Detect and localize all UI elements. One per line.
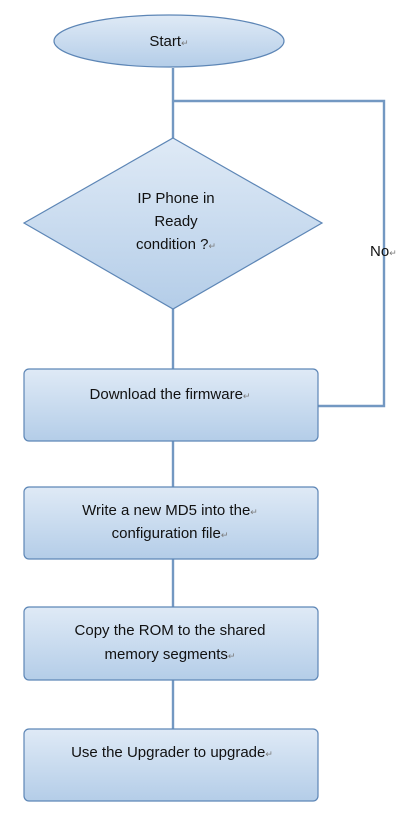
node-copy-rom: Copy the ROM to the shared memory segmen… [23,606,319,681]
download-firmware-box [23,368,319,442]
start-terminator-shape [53,14,285,68]
decision-label-line-3: condition ?↵ [136,236,216,253]
copy-rom-label-line-2: memory segments↵ [105,646,236,663]
edge-no-loop [173,99,386,408]
write-md5-label-line-2: configuration file↵ [112,525,229,542]
decision-label-line-1: IP Phone in [137,190,214,207]
start-label: Start↵ [149,33,188,50]
decision-label-line-2: Ready [154,213,198,230]
download-firmware-label: Download the firmware↵ [90,386,251,403]
upgrade-box [23,728,319,802]
write-md5-label-line-1: Write a new MD5 into the↵ [82,502,258,519]
copy-rom-label-line-1: Copy the ROM to the shared [75,622,266,639]
write-md5-box [23,486,319,560]
connectors [171,68,386,729]
node-upgrade: Use the Upgrader to upgrade↵ [23,728,319,802]
no-branch-label: No↵ [370,243,397,260]
node-download-firmware: Download the firmware↵ [23,368,319,442]
node-write-md5: Write a new MD5 into the↵ configuration … [23,486,319,560]
node-decision: IP Phone in Ready condition ?↵ [22,137,324,310]
copy-rom-box [23,606,319,681]
node-start: Start↵ [53,14,285,68]
decision-diamond-shape [22,137,324,310]
upgrade-label: Use the Upgrader to upgrade↵ [71,744,273,761]
